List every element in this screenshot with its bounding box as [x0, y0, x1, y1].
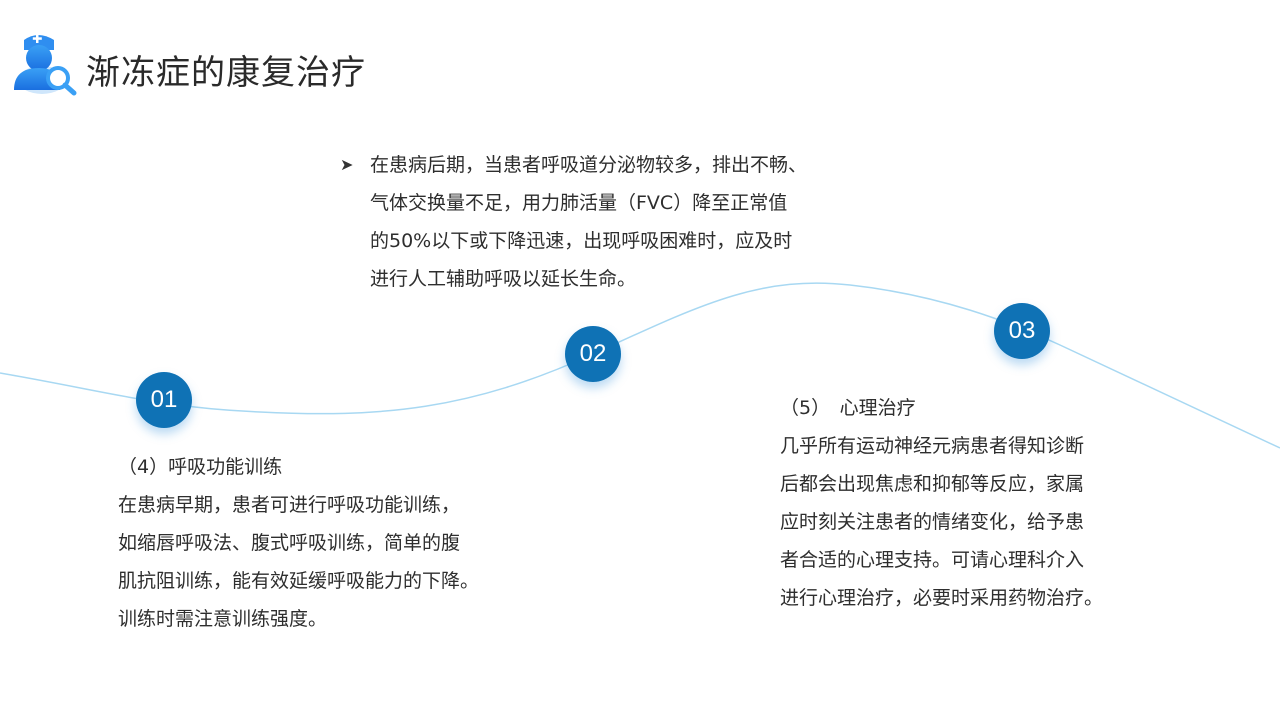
text-line: 的50%以下或下降迅速，出现呼吸困难时，应及时: [370, 230, 793, 252]
step-number: 02: [579, 340, 607, 367]
text-line: 气体交换量不足，用力肺活量（FVC）降至正常值: [370, 192, 788, 214]
late-stage-text: 在患病后期，当患者呼吸道分泌物较多，排出不畅、 气体交换量不足，用力肺活量（FV…: [370, 146, 807, 298]
text-line: 进行心理治疗，必要时采用药物治疗。: [780, 587, 1104, 609]
text-line: 后都会出现焦虑和抑郁等反应，家属: [780, 473, 1085, 495]
text-line: 进行人工辅助呼吸以延长生命。: [370, 268, 637, 290]
step-node-02: 02: [565, 326, 621, 382]
text-line: 应时刻关注患者的情绪变化，给予患: [780, 511, 1085, 533]
step-node-03: 03: [994, 303, 1050, 359]
doctor-search-icon: [14, 34, 77, 96]
text-line: 在患病早期，患者可进行呼吸功能训练，: [118, 494, 461, 516]
section-heading: （4）呼吸功能训练: [118, 456, 283, 478]
text-line: 几乎所有运动神经元病患者得知诊断: [780, 435, 1085, 457]
psychological-therapy-section: （5） 心理治疗 几乎所有运动神经元病患者得知诊断 后都会出现焦虑和抑郁等反应，…: [780, 389, 1103, 617]
arrowhead-bullet-icon: ➤: [340, 155, 354, 174]
breathing-training-section: （4）呼吸功能训练 在患病早期，患者可进行呼吸功能训练， 如缩唇呼吸法、腹式呼吸…: [118, 448, 479, 638]
text-line: 在患病后期，当患者呼吸道分泌物较多，排出不畅、: [370, 154, 808, 176]
step-node-01: 01: [136, 372, 192, 428]
text-line: 如缩唇呼吸法、腹式呼吸训练，简单的腹: [118, 532, 461, 554]
step-number: 03: [1008, 317, 1036, 344]
section-heading: （5） 心理治疗: [780, 397, 916, 419]
text-line: 者合适的心理支持。可请心理科介入: [780, 549, 1085, 571]
text-line: 训练时需注意训练强度。: [118, 608, 328, 630]
text-line: 肌抗阻训练，能有效延缓呼吸能力的下降。: [118, 570, 480, 592]
step-number: 01: [150, 386, 178, 413]
page-title: 渐冻症的康复治疗: [86, 53, 366, 93]
